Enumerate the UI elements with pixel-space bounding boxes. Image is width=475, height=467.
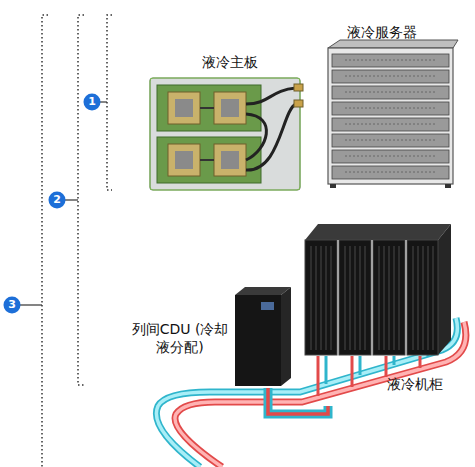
coolant-connector bbox=[268, 388, 328, 414]
callout-number: 1 bbox=[83, 93, 101, 111]
pipe-casing bbox=[268, 388, 328, 414]
node-label: 列间CDU (冷却液分配) bbox=[130, 320, 230, 356]
pipe-connector bbox=[268, 388, 328, 414]
callout-circle bbox=[4, 94, 101, 314]
node-label: 液冷服务器 bbox=[312, 23, 452, 41]
server-node: 液冷服务器 bbox=[312, 18, 462, 188]
mainboard-illustration bbox=[150, 78, 303, 190]
rack-illustration bbox=[305, 224, 451, 355]
node-label: 液冷主板 bbox=[145, 53, 315, 71]
server-illustration bbox=[328, 40, 458, 188]
scope-bracket bbox=[42, 15, 112, 467]
mainboard-node: 液冷主板 bbox=[145, 50, 315, 192]
callout-number: 3 bbox=[3, 296, 21, 314]
callout-number: 2 bbox=[48, 191, 66, 209]
node-label: 液冷机柜 bbox=[370, 375, 460, 393]
cdu-illustration bbox=[235, 287, 291, 386]
rack-node: 液冷机柜 bbox=[298, 210, 470, 406]
callout-tick bbox=[20, 102, 107, 305]
cdu-node: 列间CDU (冷却液分配) bbox=[128, 282, 293, 388]
